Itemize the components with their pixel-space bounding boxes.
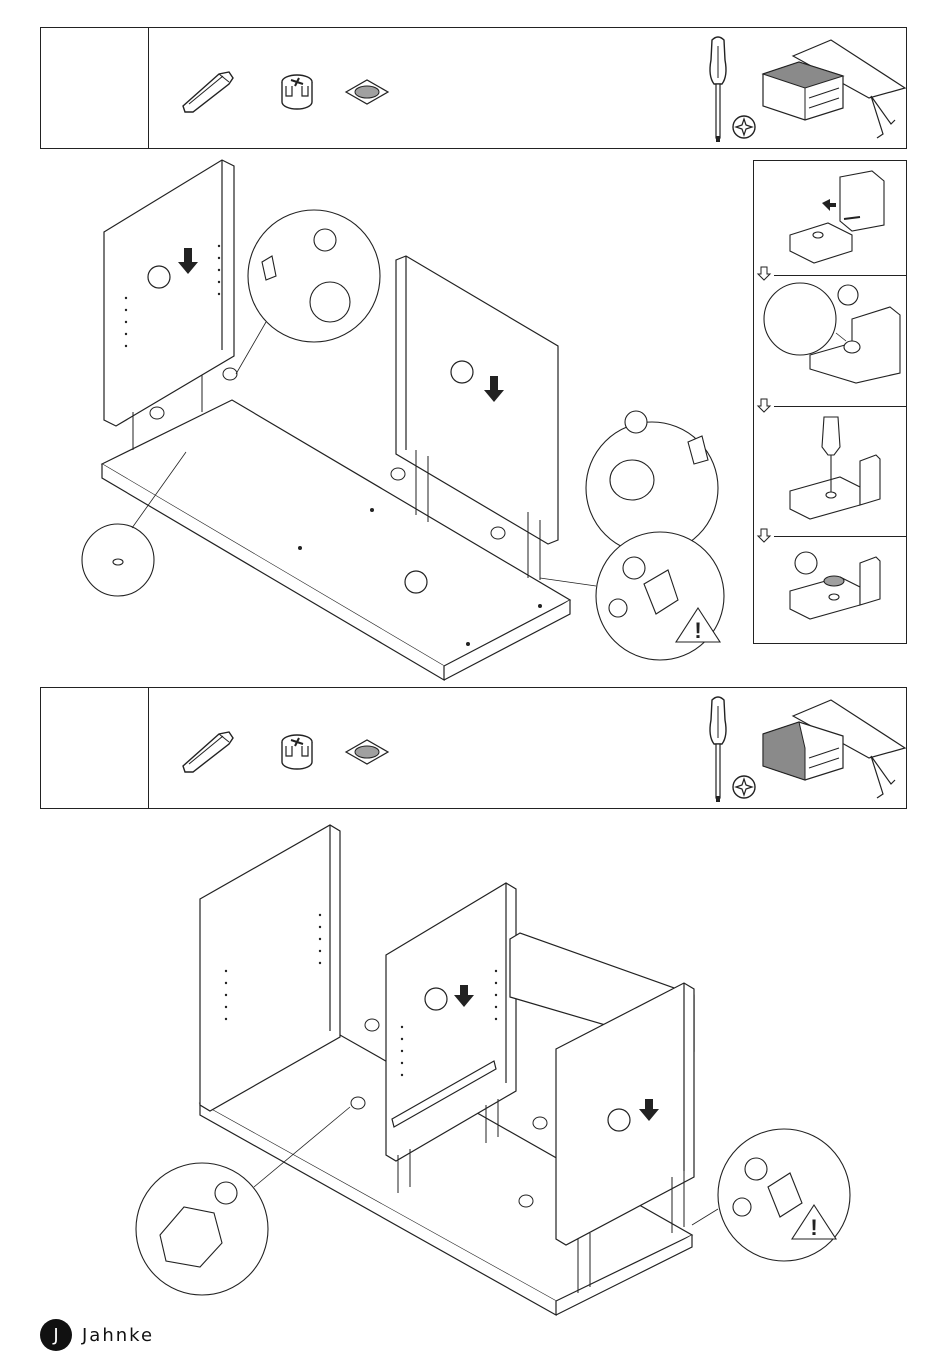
down-arrow-icon bbox=[758, 529, 770, 543]
desk-cabinet-preview bbox=[759, 698, 907, 802]
brand-mark-icon: J bbox=[40, 1319, 72, 1351]
inset-divider bbox=[774, 536, 906, 537]
inset-instructions bbox=[753, 160, 907, 644]
svg-text:!: ! bbox=[810, 1215, 817, 1240]
step-header-2 bbox=[40, 687, 907, 809]
cam-lock-icon bbox=[277, 732, 317, 772]
screwdriver-icon bbox=[706, 36, 730, 146]
dowel-icon bbox=[179, 68, 239, 112]
down-arrow-icon bbox=[758, 399, 770, 413]
step-number-cell bbox=[41, 28, 149, 148]
inset-step-cover-cap bbox=[780, 541, 904, 641]
inset-step-dowel bbox=[780, 167, 904, 267]
desk-cabinet-preview bbox=[759, 38, 907, 142]
assembly-diagram-1: ! bbox=[0, 150, 750, 690]
screwdriver-icon bbox=[706, 696, 730, 806]
inset-divider bbox=[774, 275, 906, 276]
cover-cap-icon bbox=[344, 78, 390, 106]
brand-name: Jahnke bbox=[82, 1325, 154, 1346]
step-header-1 bbox=[40, 27, 907, 149]
inset-step-screwdriver bbox=[780, 411, 904, 529]
assembly-diagram-2: ! bbox=[0, 815, 950, 1315]
brand-logo: J Jahnke bbox=[40, 1318, 154, 1352]
inset-step-cam-lock bbox=[760, 279, 906, 393]
pozidriv-icon bbox=[731, 774, 757, 800]
svg-text:!: ! bbox=[694, 618, 701, 643]
cover-cap-icon bbox=[344, 738, 390, 766]
pozidriv-icon bbox=[731, 114, 757, 140]
cam-lock-icon bbox=[277, 72, 317, 112]
step-number-cell bbox=[41, 688, 149, 808]
dowel-icon bbox=[179, 728, 239, 772]
inset-divider bbox=[774, 406, 906, 407]
